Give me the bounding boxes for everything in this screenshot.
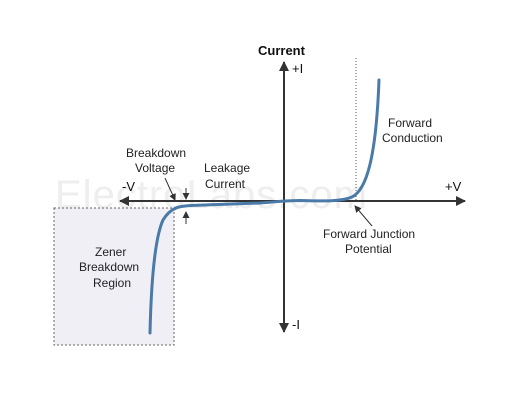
zener-region-line2: Breakdown	[79, 260, 139, 274]
x-pos-label: +V	[445, 179, 462, 194]
breakdown-voltage-line1: Breakdown	[126, 146, 186, 160]
forward-conduction-line1: Forward	[388, 116, 432, 130]
forward-junction-potential-line2: Potential	[345, 242, 392, 256]
forward-conduction-line2: Conduction	[382, 131, 443, 145]
zener-region-line3: Region	[93, 276, 131, 290]
forward-potential-pointer	[354, 205, 373, 227]
y-neg-label: -I	[292, 317, 300, 332]
leakage-current-line2: Current	[205, 177, 246, 191]
leakage-current-line1: Leakage	[204, 161, 250, 175]
zener-region-line1: Zener	[95, 245, 126, 259]
breakdown-voltage-line2: Voltage	[135, 161, 175, 175]
x-neg-label: -V	[122, 179, 135, 194]
forward-junction-potential-line1: Forward Junction	[323, 227, 415, 241]
y-axis-title: Current	[258, 43, 306, 58]
breakdown-voltage-pointer	[164, 177, 176, 201]
iv-curve	[148, 78, 381, 335]
y-pos-label: +I	[292, 61, 303, 76]
